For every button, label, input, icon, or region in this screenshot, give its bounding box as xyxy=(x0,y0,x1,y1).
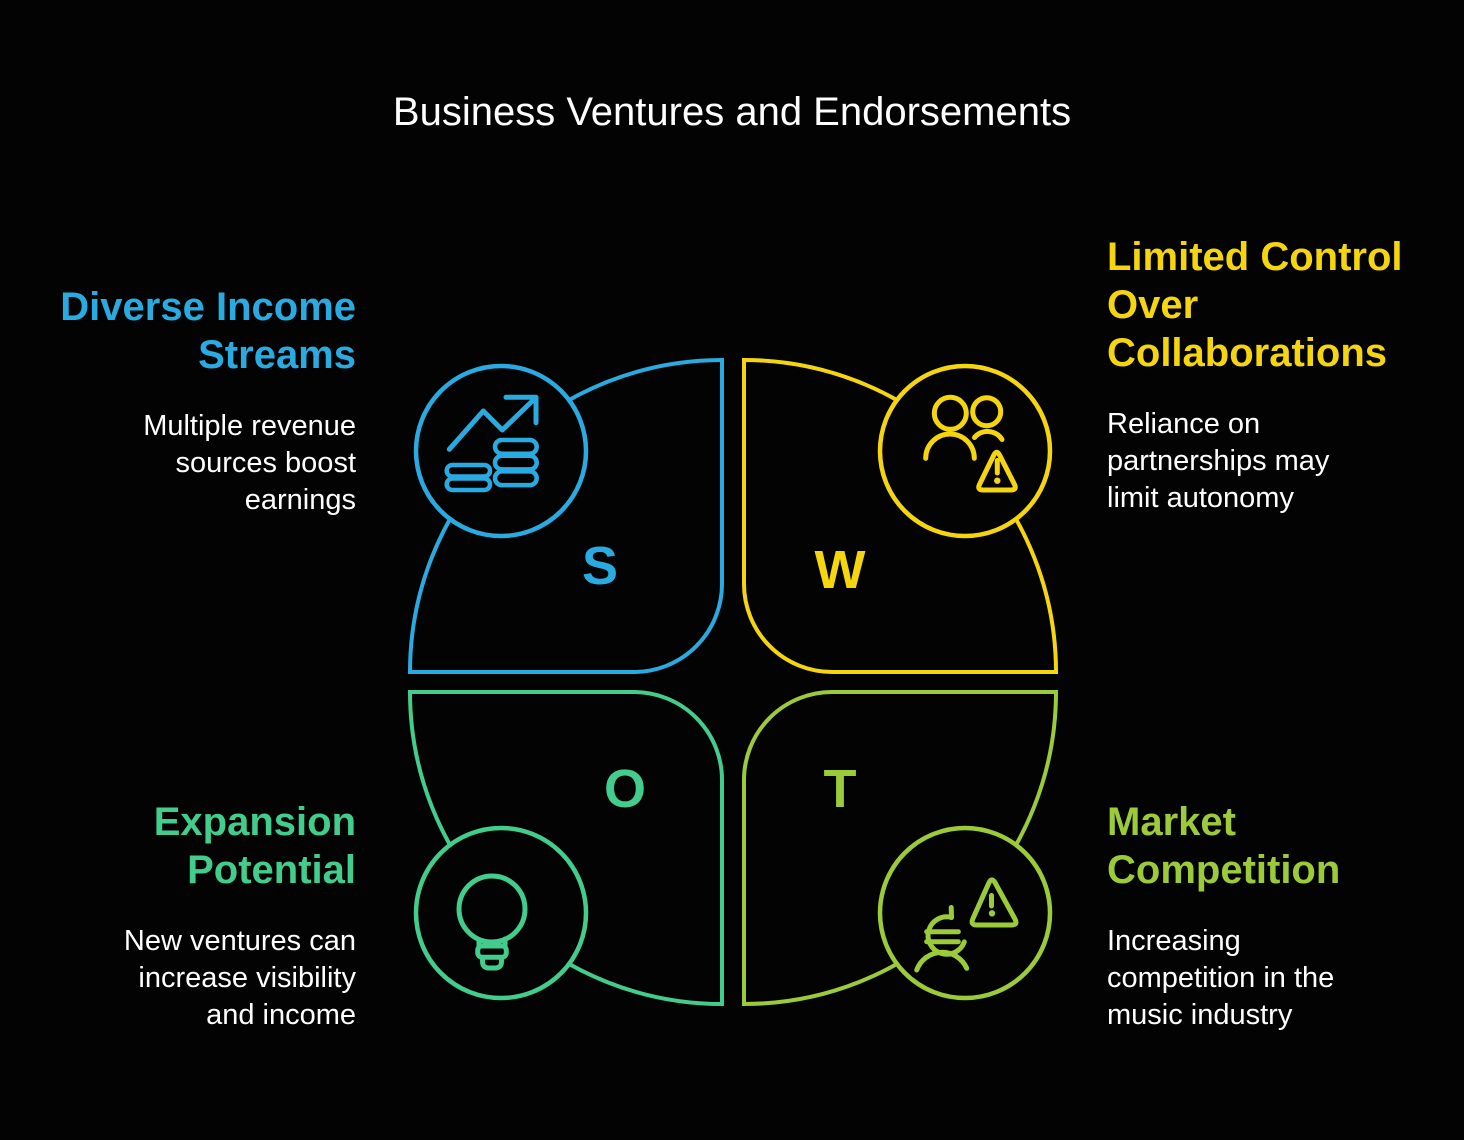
threats-text-block: Market Competition Increasing competitio… xyxy=(1107,798,1437,1034)
diagram-title: Business Ventures and Endorsements xyxy=(392,90,1072,134)
strengths-quadrant: S xyxy=(407,357,724,674)
strengths-heading: Diverse Income Streams xyxy=(60,285,356,377)
euro-person-warning-icon xyxy=(914,877,1019,973)
threats-quadrant: T xyxy=(742,690,1059,1007)
opportunities-letter: O xyxy=(603,759,647,819)
weaknesses-petal-shape xyxy=(742,357,1059,674)
threats-description: Increasing competition in the music indu… xyxy=(1107,925,1335,1031)
threats-heading: Market Competition xyxy=(1107,800,1341,892)
opportunities-petal-graphic xyxy=(407,690,724,1007)
strengths-petal-shape xyxy=(407,357,724,674)
threats-icon-circle xyxy=(877,825,1053,1001)
strengths-text-block: Diverse Income Streams Multiple revenue … xyxy=(26,283,356,519)
weaknesses-quadrant: W xyxy=(742,357,1059,674)
threats-petal-shape xyxy=(742,690,1059,1007)
weaknesses-letter: W xyxy=(814,540,866,600)
strengths-description: Multiple revenue sources boost earnings xyxy=(143,410,356,516)
opportunities-description: New ventures can increase visibility and… xyxy=(123,925,356,1031)
opportunities-text-block: Expansion Potential New ventures can inc… xyxy=(26,798,356,1034)
strengths-letter: S xyxy=(581,536,619,596)
weaknesses-description: Reliance on partnerships may limit auton… xyxy=(1107,408,1330,514)
opportunities-petal-shape xyxy=(407,690,724,1007)
weaknesses-heading: Limited Control Over Collaborations xyxy=(1107,235,1403,375)
weaknesses-text-block: Limited Control Over Collaborations Reli… xyxy=(1107,233,1437,517)
weaknesses-icon-circle xyxy=(877,363,1053,539)
opportunities-icon-circle xyxy=(413,825,589,1001)
strengths-petal-graphic xyxy=(407,357,724,674)
partners-warning-icon xyxy=(923,394,1018,493)
opportunities-heading: Expansion Potential xyxy=(153,800,356,892)
weaknesses-petal-graphic xyxy=(742,357,1059,674)
threats-petal-graphic xyxy=(742,690,1059,1007)
opportunities-quadrant: O xyxy=(407,690,724,1007)
strengths-icon-circle xyxy=(413,363,589,539)
lightbulb-icon xyxy=(456,873,528,971)
trend-up-coins-icon xyxy=(444,394,539,493)
threats-letter: T xyxy=(823,759,857,819)
